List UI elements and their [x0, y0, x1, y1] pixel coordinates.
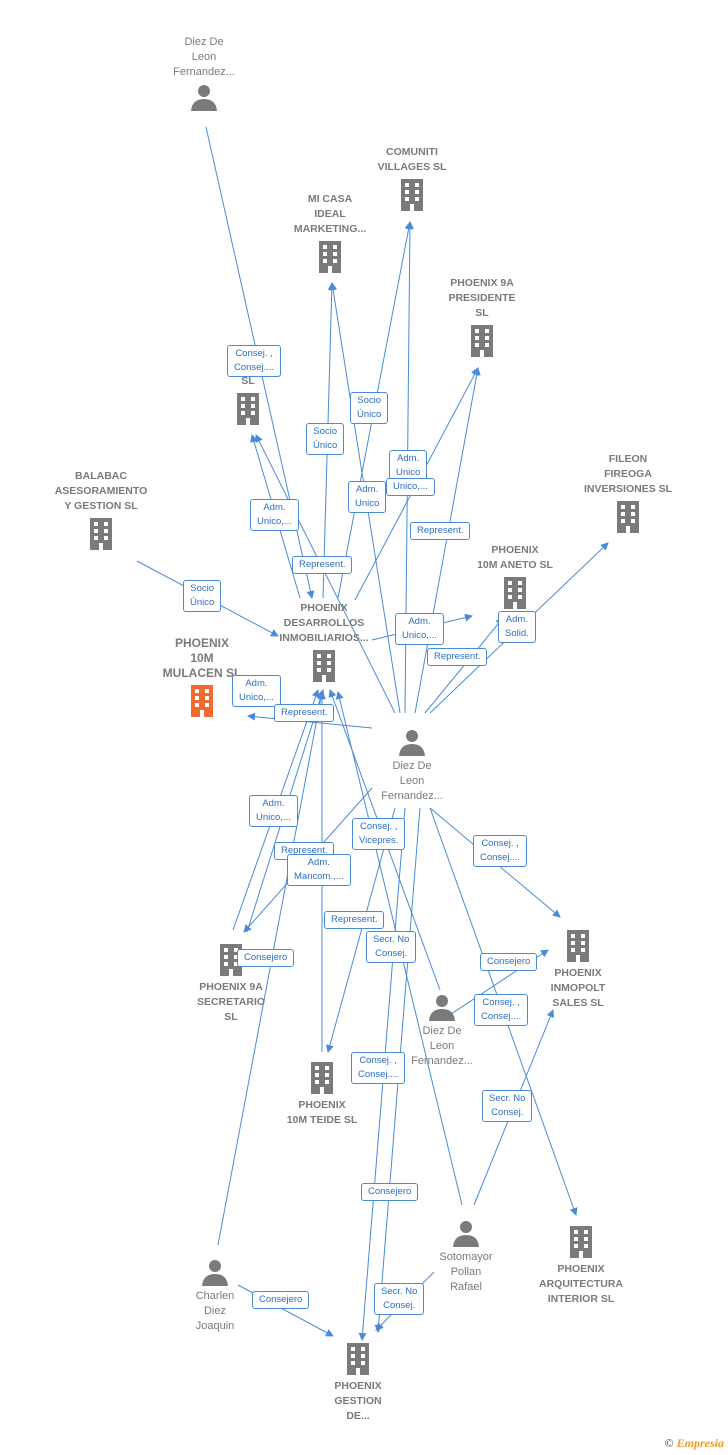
- person-node[interactable]: Diez De Leon Fernandez...: [377, 990, 507, 1069]
- company-node[interactable]: PHOENIX GESTION DE...: [293, 1339, 423, 1424]
- person-node[interactable]: Sotomayor Pollan Rafael: [401, 1216, 531, 1295]
- person-icon: [202, 1260, 228, 1286]
- edge-label[interactable]: Adm. Unico: [389, 450, 428, 482]
- company-node[interactable]: PHOENIX INMOPOLT SALES SL: [513, 926, 643, 1011]
- person-icon: [191, 85, 217, 111]
- edge-label[interactable]: Socio Único: [350, 392, 389, 424]
- company-node[interactable]: PHOENIX ARQUITECTURA INTERIOR SL: [516, 1222, 646, 1307]
- building-icon: [191, 685, 213, 717]
- company-node[interactable]: PHOENIX 10M ANETO SL: [450, 543, 580, 613]
- node-label: PHOENIX 10M MULACEN SL: [162, 636, 242, 680]
- edge-label[interactable]: Consejero: [480, 953, 538, 971]
- company-node[interactable]: FILEON FIREOGA INVERSIONES SL: [563, 452, 693, 537]
- edge-label[interactable]: Consejero: [361, 1183, 419, 1201]
- edge-label[interactable]: Secr. No Consej.: [366, 931, 417, 963]
- edge-label[interactable]: Adm. Unico,...: [250, 499, 299, 531]
- building-icon: [347, 1343, 369, 1375]
- company-node[interactable]: PHOENIX 9A SECRETARIO SL: [166, 940, 296, 1025]
- building-icon: [220, 944, 242, 976]
- node-label: FILEON FIREOGA INVERSIONES SL: [583, 453, 673, 495]
- node-label: PHOENIX 9A PRESIDENTE SL: [448, 277, 516, 319]
- edge-label[interactable]: Represent.: [410, 522, 471, 540]
- node-label: Charlen Diez Joaquin: [195, 1290, 235, 1332]
- edge-label[interactable]: Consej. , Consej....: [227, 345, 282, 377]
- edge-label[interactable]: Secr. No Consej.: [374, 1283, 425, 1315]
- edge-label[interactable]: Adm. Unico,...: [395, 613, 444, 645]
- edge-label[interactable]: Consej. , Consej....: [473, 835, 528, 867]
- building-icon: [567, 930, 589, 962]
- company-node[interactable]: PHOENIX 10M TEIDE SL: [257, 1058, 387, 1128]
- edge-label[interactable]: Socio Único: [306, 423, 345, 455]
- person-icon: [399, 730, 425, 756]
- node-label: BALABAC ASESORAMIENTO Y GESTION SL: [54, 470, 148, 512]
- building-icon: [237, 393, 259, 425]
- edge-line: [217, 691, 325, 1246]
- edge-label[interactable]: Adm. Unico: [348, 481, 387, 513]
- edge-label[interactable]: Represent.: [427, 648, 488, 666]
- building-icon: [311, 1062, 333, 1094]
- building-icon: [313, 650, 335, 682]
- node-label: COMUNITI VILLAGES SL: [377, 146, 447, 173]
- building-icon: [617, 501, 639, 533]
- node-label: PHOENIX 10M TEIDE SL: [286, 1099, 358, 1126]
- edge-label[interactable]: Secr. No Consej.: [482, 1090, 533, 1122]
- company-node[interactable]: COMUNITI VILLAGES SL: [347, 145, 477, 215]
- edge-label[interactable]: Consej. , Consej....: [351, 1052, 406, 1084]
- edge-label[interactable]: Consej. , Consej....: [474, 994, 529, 1026]
- node-label: PHOENIX 10M ANETO SL: [477, 544, 553, 571]
- company-node[interactable]: PHOENIX 9A PRESIDENTE SL: [417, 276, 547, 361]
- edge-label[interactable]: Consej. , Vicepres.: [352, 818, 406, 850]
- building-icon: [401, 179, 423, 211]
- building-icon: [471, 325, 493, 357]
- node-label: Diez De Leon Fernandez...: [381, 760, 443, 802]
- person-icon: [429, 995, 455, 1021]
- edge-label[interactable]: Adm. Mancom.,...: [287, 854, 351, 886]
- node-label: PHOENIX INMOPOLT SALES SL: [550, 967, 606, 1009]
- edge-label[interactable]: Consejero: [252, 1291, 310, 1309]
- node-label: PHOENIX DESARROLLOS INMOBILIARIOS...: [279, 602, 369, 644]
- brand-logo: Empresia: [676, 1436, 724, 1450]
- edge-line: [255, 434, 396, 714]
- node-label: Sotomayor Pollan Rafael: [439, 1251, 493, 1293]
- person-node[interactable]: Charlen Diez Joaquin: [150, 1255, 280, 1334]
- edge-label[interactable]: Consejero: [237, 949, 295, 967]
- focus-company-node[interactable]: PHOENIX 10M MULACEN SL: [137, 636, 267, 721]
- edge-label[interactable]: Adm. Unico,...: [232, 675, 281, 707]
- edge-label[interactable]: Adm. Solid.: [498, 611, 536, 643]
- building-icon: [570, 1226, 592, 1258]
- company-node[interactable]: PHOENIX DESARROLLOS INMOBILIARIOS...: [259, 601, 389, 686]
- edge-label[interactable]: Represent.: [324, 911, 385, 929]
- edge-line: [414, 367, 481, 714]
- copyright-symbol: ©: [664, 1436, 674, 1450]
- node-label: PHOENIX GESTION DE...: [334, 1380, 382, 1422]
- building-icon: [90, 518, 112, 550]
- edge-label[interactable]: Socio Único: [183, 580, 222, 612]
- company-node[interactable]: MI CASA IDEAL MARKETING...: [265, 192, 395, 277]
- node-label: PHOENIX 9A SECRETARIO SL: [196, 981, 266, 1023]
- edge-label[interactable]: Unico,...: [386, 478, 435, 496]
- edge-label[interactable]: Represent.: [292, 556, 353, 574]
- node-label: PHOENIX ARQUITECTURA INTERIOR SL: [539, 1263, 623, 1305]
- edge-label[interactable]: Represent.: [274, 704, 335, 722]
- person-node[interactable]: Diez De Leon Fernandez...: [347, 725, 477, 804]
- node-label: Diez De Leon Fernandez...: [173, 36, 235, 78]
- edge-line: [247, 712, 373, 729]
- node-label: Diez De Leon Fernandez...: [411, 1025, 473, 1067]
- brand-footer[interactable]: ©Empresia: [665, 1436, 724, 1451]
- building-icon: [504, 577, 526, 609]
- person-node[interactable]: Diez De Leon Fernandez...: [139, 35, 269, 114]
- node-label: MI CASA IDEAL MARKETING...: [293, 193, 367, 235]
- building-icon: [319, 241, 341, 273]
- company-node[interactable]: BALABAC ASESORAMIENTO Y GESTION SL: [36, 469, 166, 554]
- edge-label[interactable]: Adm. Unico,...: [249, 795, 298, 827]
- person-icon: [453, 1221, 479, 1247]
